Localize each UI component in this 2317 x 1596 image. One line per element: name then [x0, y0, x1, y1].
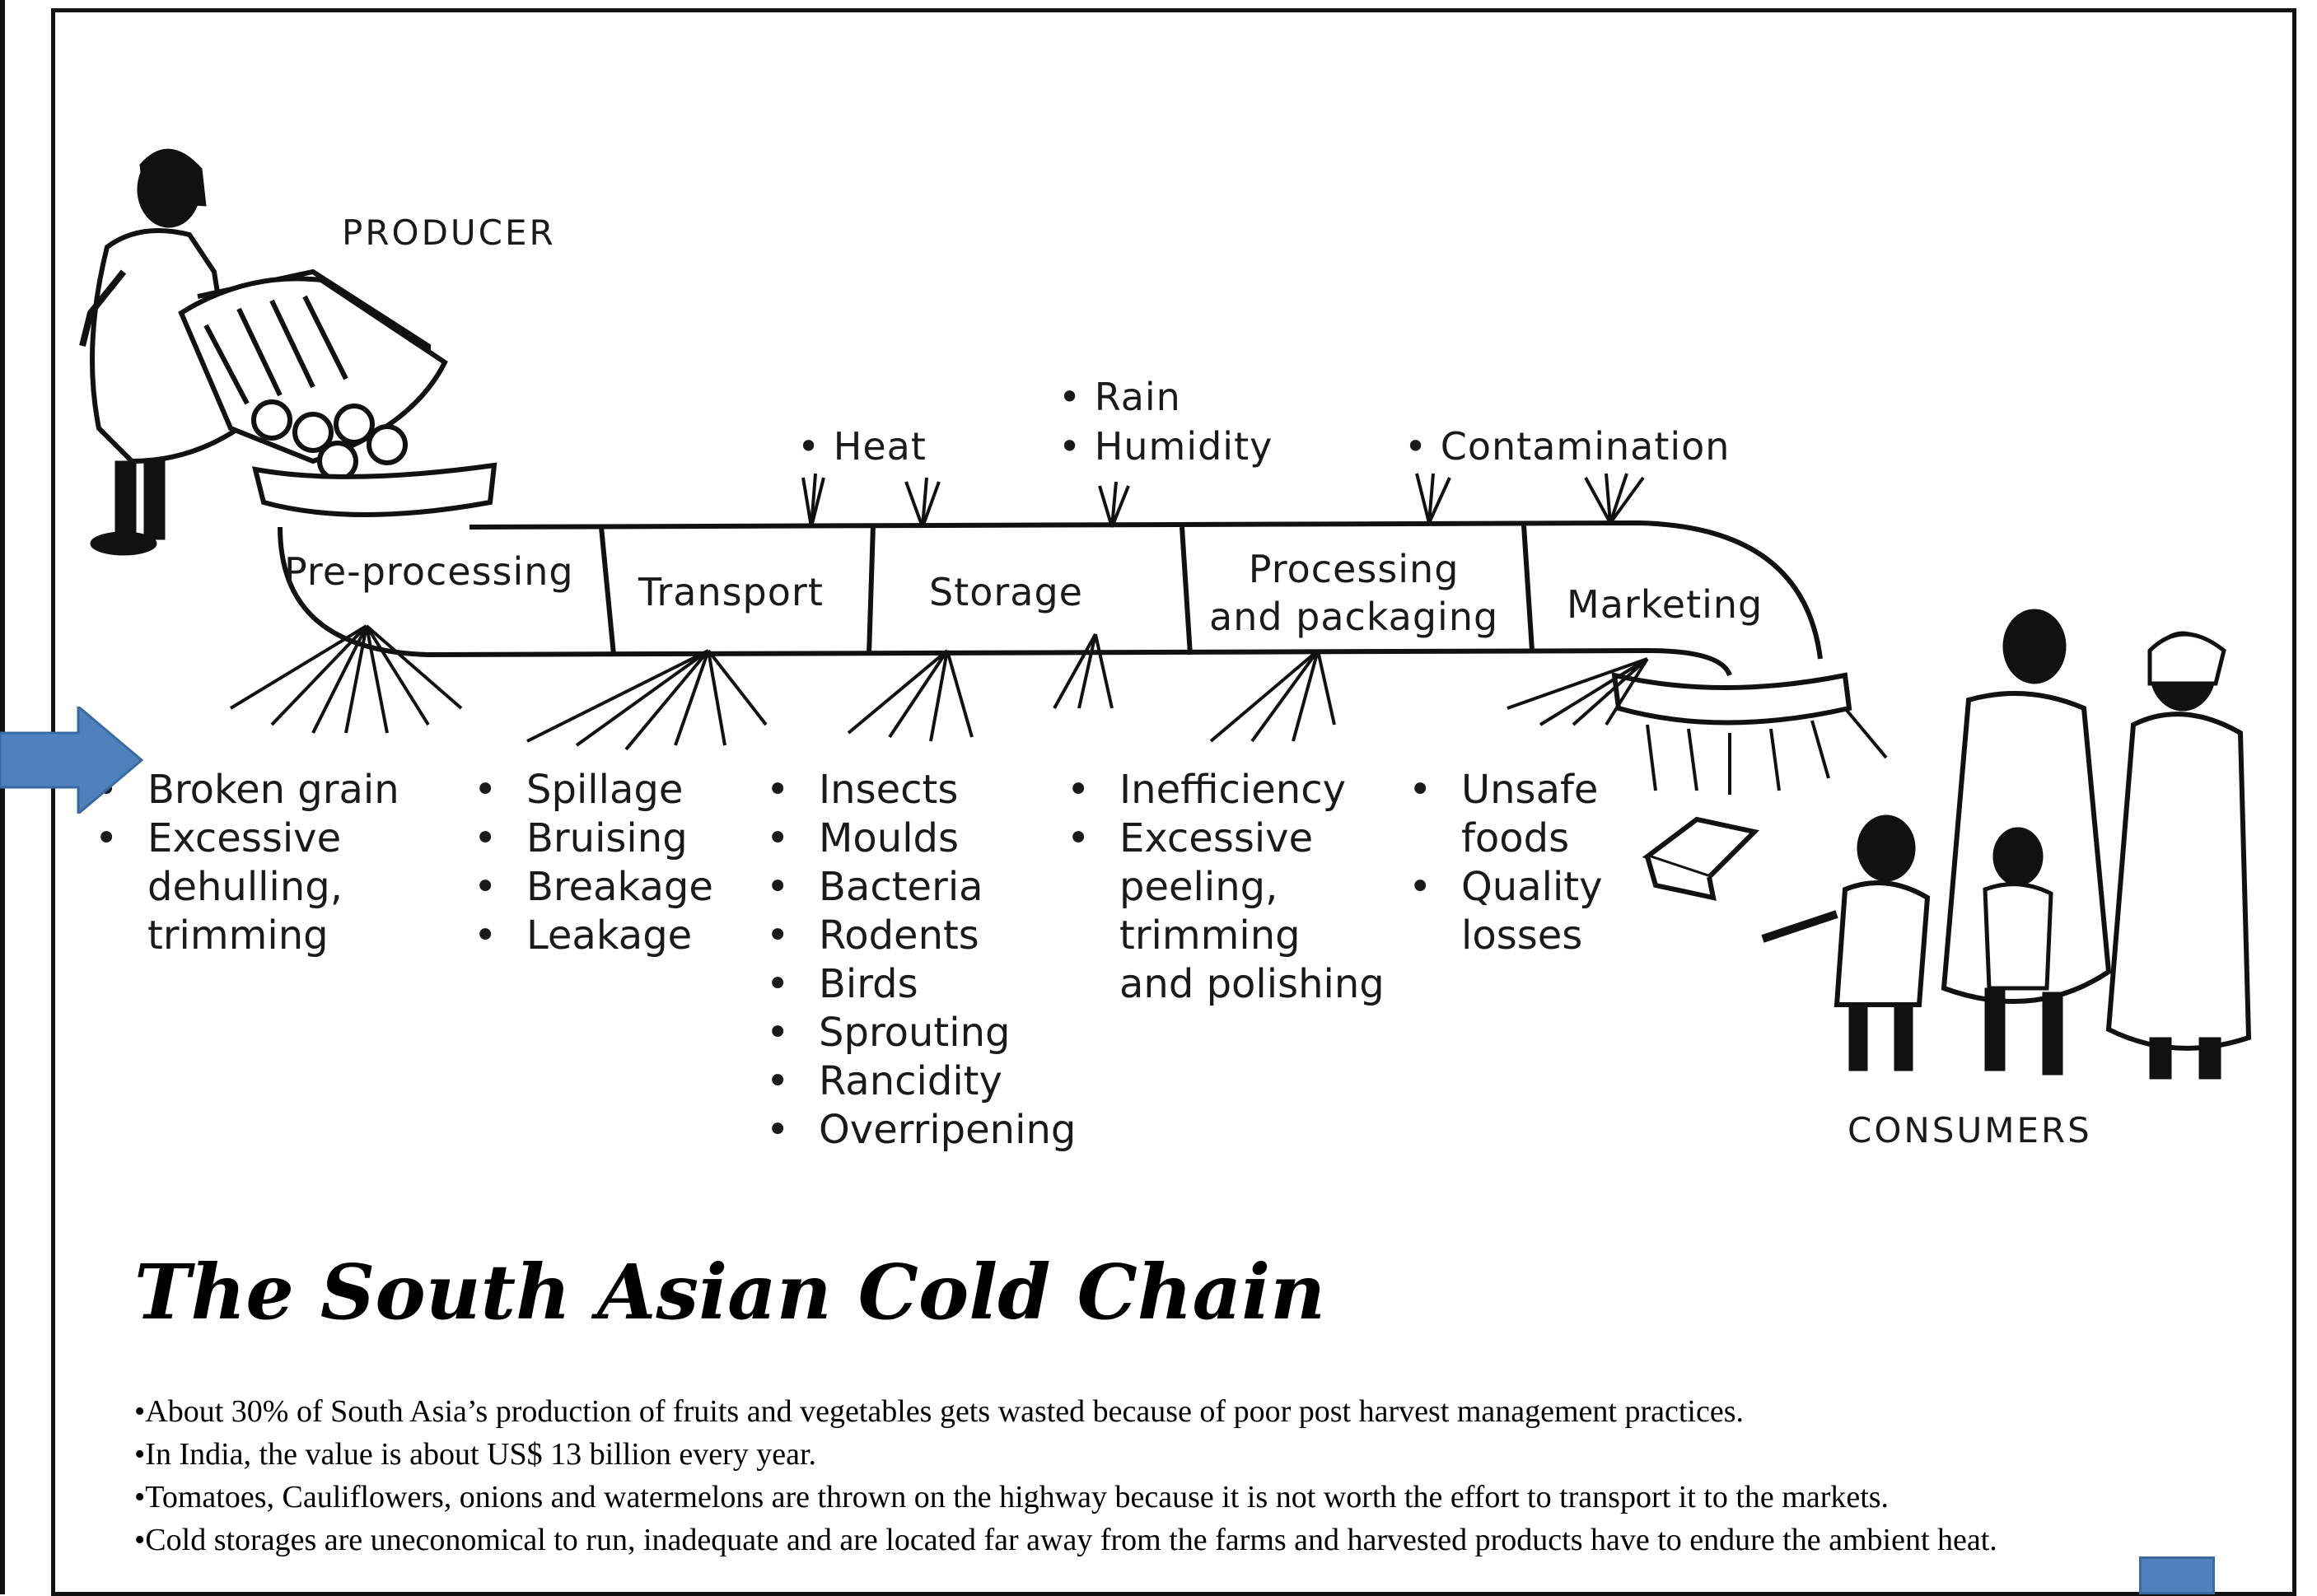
- consumers-label: CONSUMERS: [1848, 1110, 2092, 1150]
- bullet: •: [766, 863, 819, 912]
- stage-pre-processing: Pre-processing: [284, 548, 574, 595]
- cause-rain-text: Rain: [1095, 375, 1181, 419]
- loss-item: •Insects: [766, 766, 1076, 814]
- notes-list: •About 30% of South Asia’s production of…: [134, 1390, 1997, 1561]
- loss-item-text: Inefficiency: [1119, 767, 1346, 813]
- stage-processing-packaging: Processing and packaging: [1209, 545, 1498, 641]
- loss-item-text: Breakage: [526, 864, 713, 910]
- loss-item: •Rancidity: [766, 1057, 1076, 1106]
- loss-item: •Quality: [1408, 863, 1603, 912]
- loss-item-text: losses: [1461, 912, 1582, 959]
- producer-label: PRODUCER: [342, 212, 556, 253]
- loss-item: •Unsafe: [1408, 766, 1603, 814]
- bullet: •: [1408, 766, 1461, 814]
- cause-rain: • Rain: [1058, 375, 1181, 419]
- loss-item-text: foods: [1461, 815, 1569, 861]
- loss-item: •Bacteria: [766, 863, 1076, 912]
- bullet: •: [474, 863, 526, 912]
- loss-item: •Overripening: [766, 1106, 1076, 1155]
- bullet: •: [766, 1009, 819, 1057]
- loss-item-text: Insects: [819, 767, 958, 813]
- bullet: •: [766, 1106, 819, 1155]
- bullet: •: [95, 814, 147, 863]
- loss-item: •Inefficiency: [1067, 766, 1385, 814]
- loss-item-text: Excessive: [147, 815, 341, 861]
- stage-storage: Storage: [929, 568, 1083, 616]
- loss-item-text: Rodents: [819, 912, 979, 959]
- bullet: •: [474, 766, 526, 814]
- loss-item: trimming: [95, 912, 399, 960]
- loss-item-text: Excessive: [1119, 815, 1313, 861]
- loss-item-text: Broken grain: [147, 767, 399, 813]
- bullet: •: [1408, 863, 1461, 912]
- cause-heat-text: Heat: [834, 424, 927, 469]
- bullet: •: [766, 960, 819, 1009]
- loss-item: •Rodents: [766, 912, 1076, 960]
- note-item: •In India, the value is about US$ 13 bil…: [134, 1433, 1997, 1476]
- pointer-arrow-icon: [0, 707, 144, 814]
- loss-item-text: Moulds: [819, 815, 959, 861]
- loss-item-text: Sprouting: [819, 1010, 1010, 1056]
- loss-item: •Birds: [766, 960, 1076, 1009]
- loss-item: •Spillage: [474, 766, 713, 814]
- bullet: •: [1067, 766, 1119, 814]
- corner-marker: [2139, 1556, 2215, 1594]
- pointer-arrow-shape: [0, 707, 142, 814]
- bullet: •: [766, 912, 819, 960]
- loss-list-storage: •Insects•Moulds•Bacteria•Rodents•Birds•S…: [766, 766, 1076, 1155]
- loss-item: •Moulds: [766, 814, 1076, 863]
- loss-item-text: trimming: [1119, 912, 1301, 959]
- bullet: •: [1067, 814, 1119, 863]
- loss-item: and polishing: [1067, 960, 1385, 1009]
- note-item: •Tomatoes, Cauliflowers, onions and wate…: [134, 1476, 1997, 1519]
- loss-item: •Leakage: [474, 912, 713, 960]
- loss-item-text: Bruising: [526, 815, 688, 861]
- bullet: •: [766, 814, 819, 863]
- loss-item-text: Spillage: [526, 767, 683, 813]
- loss-item: •Sprouting: [766, 1009, 1076, 1057]
- basket-icon: [181, 278, 494, 515]
- loss-item-text: Rancidity: [819, 1058, 1002, 1104]
- loss-item: losses: [1408, 912, 1603, 960]
- loss-list-transport: •Spillage•Bruising•Breakage•Leakage: [474, 766, 713, 960]
- bullet: •: [766, 1057, 819, 1106]
- cause-humidity-text: Humidity: [1095, 424, 1273, 469]
- loss-item: peeling,: [1067, 863, 1385, 912]
- cause-contamination: • Contamination: [1404, 424, 1730, 469]
- bullet: •: [474, 912, 526, 960]
- loss-item: •Excessive: [95, 814, 399, 863]
- loss-item: •Excessive: [1067, 814, 1385, 863]
- bullet: •: [766, 766, 819, 814]
- slide-title: The South Asian Cold Chain: [134, 1248, 1325, 1337]
- loss-item-text: Bacteria: [819, 864, 983, 910]
- loss-item: dehulling,: [95, 863, 399, 912]
- cause-heat: • Heat: [797, 424, 927, 469]
- loss-item-text: Quality: [1461, 864, 1603, 910]
- stage-marketing: Marketing: [1567, 581, 1763, 628]
- bullet: •: [474, 814, 526, 863]
- loss-item: •Bruising: [474, 814, 713, 863]
- loss-item-text: Overripening: [819, 1107, 1076, 1153]
- cause-humidity: • Humidity: [1058, 424, 1273, 469]
- cause-splashes: [803, 474, 1643, 527]
- loss-item: trimming: [1067, 912, 1385, 960]
- loss-item-text: dehulling,: [147, 864, 343, 910]
- cause-contamination-text: Contamination: [1441, 424, 1731, 469]
- note-item: •Cold storages are uneconomical to run, …: [134, 1519, 1997, 1561]
- loss-item-text: peeling,: [1119, 864, 1278, 910]
- loss-item-text: and polishing: [1119, 961, 1385, 1007]
- loss-item-text: Leakage: [526, 912, 692, 959]
- package-icon: [1647, 819, 1754, 898]
- loss-item-text: trimming: [147, 912, 329, 959]
- note-item: •About 30% of South Asia’s production of…: [134, 1390, 1997, 1433]
- loss-item-text: Birds: [819, 961, 918, 1007]
- loss-item: •Breakage: [474, 863, 713, 912]
- stage-transport: Transport: [638, 568, 824, 616]
- loss-item-text: Unsafe: [1461, 767, 1598, 813]
- loss-item: foods: [1408, 814, 1603, 863]
